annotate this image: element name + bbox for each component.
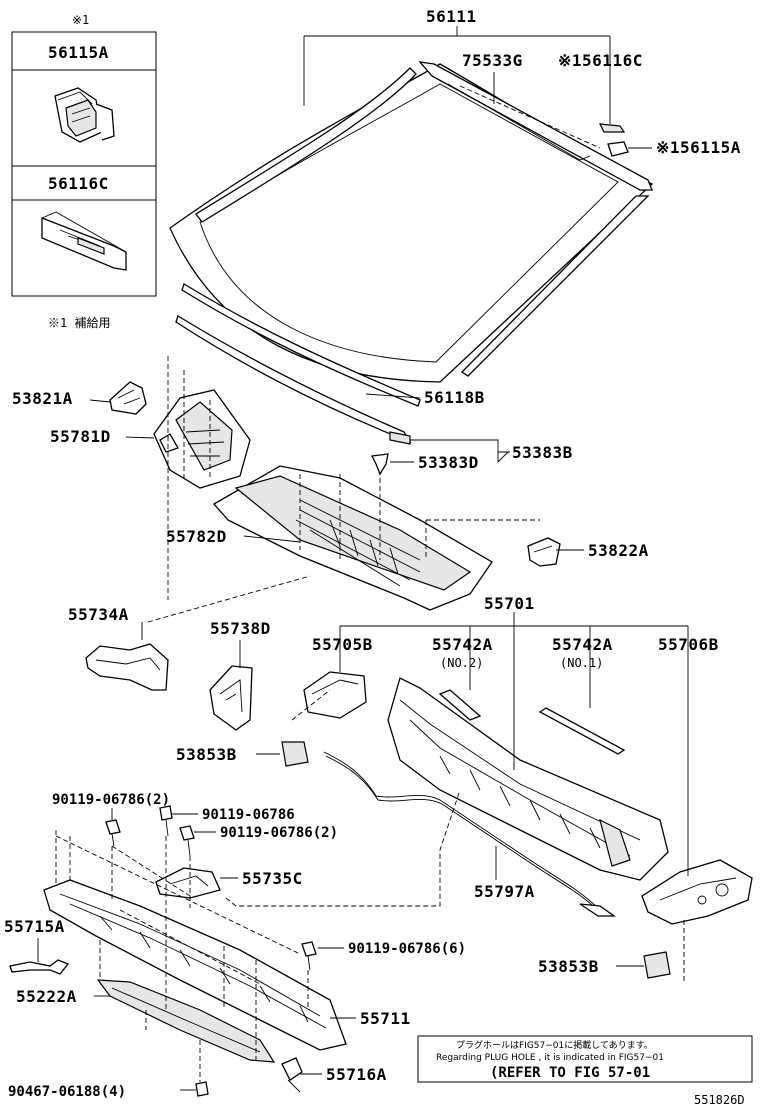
cowl-panel-55701 bbox=[387, 677, 669, 881]
inset-part-56115A: 56115A bbox=[48, 43, 109, 62]
inset-part-56116C: 56116C bbox=[48, 174, 109, 193]
note-japanese: プラグホールはFIG57−01に掲載してあります。 bbox=[456, 1039, 653, 1051]
bolt-90119-a bbox=[105, 819, 121, 847]
label-56116C-supply: ※156116C bbox=[558, 51, 643, 70]
label-53383D: 53383D bbox=[418, 453, 479, 472]
label-53853B-lower: 53853B bbox=[538, 957, 599, 976]
inset-supply-parts: ※1 56115A 56116C ※1 補給用 bbox=[11, 13, 157, 330]
cowl-inner-55711 bbox=[43, 879, 347, 1051]
clip-53383D-icon bbox=[371, 453, 389, 476]
label-55738D: 55738D bbox=[210, 619, 271, 638]
label-90119-c: 90119-06786(2) bbox=[220, 825, 338, 841]
seal-55734A bbox=[85, 643, 169, 691]
hose-55797A bbox=[323, 751, 601, 911]
bracket-53822A bbox=[527, 537, 561, 567]
figure-id: 551826D bbox=[694, 1093, 745, 1107]
clip-illustration bbox=[54, 87, 115, 143]
bolt-90119-c bbox=[179, 825, 195, 857]
pad-53853B-upper bbox=[281, 741, 309, 767]
clamp-55716A bbox=[281, 1057, 303, 1093]
label-53853B-upper: 53853B bbox=[176, 745, 237, 764]
louver-55738D bbox=[209, 665, 253, 731]
label-55701: 55701 bbox=[484, 594, 535, 613]
seal-55742A-no1 bbox=[538, 707, 626, 755]
label-55782D: 55782D bbox=[166, 527, 227, 546]
label-90119-d: 90119-06786(6) bbox=[348, 941, 466, 957]
label-55734A: 55734A bbox=[68, 605, 129, 624]
harness-55715A bbox=[9, 959, 70, 975]
seal-53383-icon bbox=[389, 431, 411, 445]
bracket-55735C bbox=[155, 867, 221, 899]
label-55742A-no2: 55742A bbox=[432, 635, 493, 654]
inset-footnote: ※1 補給用 bbox=[48, 316, 110, 330]
bolt-90119-b bbox=[159, 805, 173, 837]
bracket-55705B bbox=[303, 671, 367, 719]
note-english: Regarding PLUG HOLE , it is indicated in… bbox=[436, 1053, 664, 1063]
inset-marker: ※1 bbox=[72, 13, 89, 27]
spacer-illustration bbox=[41, 211, 127, 271]
spacer-part-icon bbox=[598, 123, 626, 133]
label-55797A: 55797A bbox=[474, 882, 535, 901]
inset-frame bbox=[11, 31, 157, 297]
label-56111: 56111 bbox=[426, 7, 477, 26]
bracket-55706B bbox=[641, 859, 753, 925]
label-56115A-supply: ※156115A bbox=[656, 138, 741, 157]
label-55781D: 55781D bbox=[50, 427, 111, 446]
label-90119-b: 90119-06786 bbox=[202, 807, 295, 823]
label-55742A-no1: 55742A bbox=[552, 635, 613, 654]
label-53822A: 53822A bbox=[588, 541, 649, 560]
label-90119-a: 90119-06786(2) bbox=[52, 792, 170, 808]
clip-90467 bbox=[195, 1081, 209, 1097]
label-55716A: 55716A bbox=[326, 1065, 387, 1084]
bolt-90119-d bbox=[301, 941, 317, 971]
label-55705B: 55705B bbox=[312, 635, 373, 654]
louver-55781D bbox=[153, 389, 251, 489]
label-75533G: 75533G bbox=[462, 51, 523, 70]
label-56118B: 56118B bbox=[424, 388, 485, 407]
label-55706B: 55706B bbox=[658, 635, 719, 654]
label-55715A: 55715A bbox=[4, 917, 65, 936]
windshield-glass bbox=[169, 26, 654, 444]
clip-part-icon bbox=[607, 141, 629, 157]
cowl-panel-55782D bbox=[212, 465, 493, 611]
reference-note: プラグホールはFIG57−01に掲載してあります。 Regarding PLUG… bbox=[417, 1035, 753, 1083]
seal-55742A-no2 bbox=[438, 689, 482, 721]
pad-53853B-lower bbox=[643, 951, 671, 979]
note-reference: (REFER TO FIG 57-01 bbox=[490, 1065, 650, 1081]
label-55711: 55711 bbox=[360, 1009, 411, 1028]
label-53383B: 53383B bbox=[512, 443, 573, 462]
bracket-53821A bbox=[109, 381, 147, 415]
label-53821A: 53821A bbox=[12, 389, 73, 408]
seal-55222A bbox=[96, 979, 276, 1063]
label-55222A: 55222A bbox=[16, 987, 77, 1006]
label-90467: 90467-06188(4) bbox=[8, 1084, 126, 1100]
label-no1: (NO.1) bbox=[560, 656, 603, 670]
label-55735C: 55735C bbox=[242, 869, 303, 888]
label-no2: (NO.2) bbox=[440, 656, 483, 670]
